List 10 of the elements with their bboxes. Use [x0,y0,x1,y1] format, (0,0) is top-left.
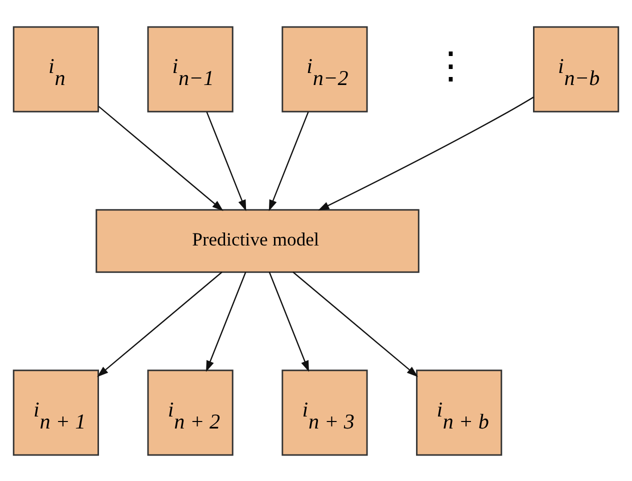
arrow [292,271,418,376]
label: ⋮ [432,46,469,88]
arrow [268,111,309,211]
arrow [206,111,246,211]
arrow [268,271,309,372]
arrow [97,271,222,376]
arrow [318,96,534,210]
node-box: Predictive model [96,208,420,272]
arrow [98,105,224,211]
arrow [206,271,246,372]
